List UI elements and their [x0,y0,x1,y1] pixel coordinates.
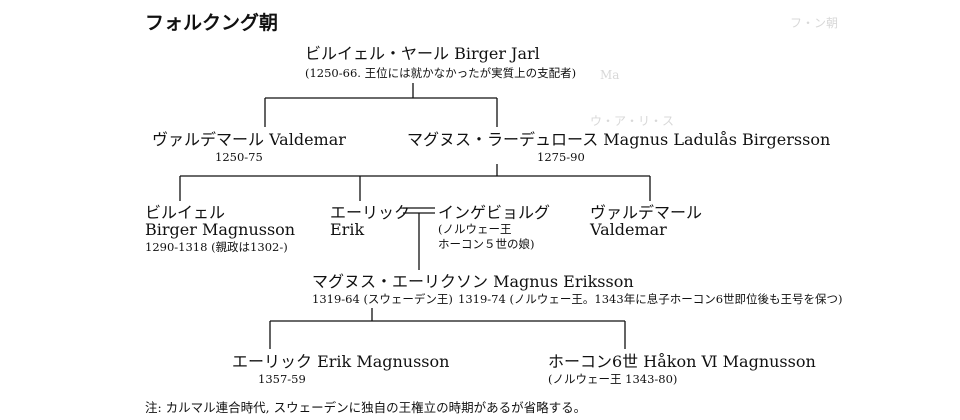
person-magnus-ladulas-years: 1275-90 [537,150,585,164]
footnote: 注: カルマル連合時代, スウェーデンに独自の王権立の時期があるが省略する。 [145,400,587,415]
person-erik-magnusson-name: エーリック Erik Magnusson [232,352,450,371]
person-magnus-eriksson-years-sweden: 1319-64 (スウェーデン王) [312,292,453,306]
person-valdemar-name: ヴァルデマール Valdemar [152,130,346,149]
person-birger-magnusson-name-en: Birger Magnusson [145,220,296,239]
person-erik-name-en: Erik [330,220,365,239]
person-valdemar-son-name-en: Valdemar [590,220,667,239]
person-ingeborg-name: インゲビョルグ [438,203,551,222]
page-title: フォルクング朝 [145,12,279,34]
person-ingeborg-note-2: ホーコン５世の娘) [438,237,535,251]
person-hakon-vi-name: ホーコン6世 Håkon Ⅵ Magnusson [548,352,816,371]
person-birger-jarl-name: ビルイェル・ヤール Birger Jarl [305,44,540,63]
person-magnus-eriksson-years-norway: 1319-74 (ノルウェー王。1343年に息子ホーコン6世即位後も王号を保つ) [458,292,843,306]
person-valdemar-years: 1250-75 [215,150,263,164]
person-birger-magnusson-name-jp: ビルイェル [145,203,226,222]
person-hakon-vi-years: (ノルウェー王 1343-80) [548,372,678,386]
person-magnus-eriksson-name: マグヌス・エーリクソン Magnus Eriksson [312,272,634,291]
person-birger-magnusson-years: 1290-1318 (親政は1302-) [145,240,288,254]
ghost-text-top-right: フ・ン朝 [790,16,839,30]
person-magnus-ladulas-name: マグヌス・ラーデュロース Magnus Ladulås Birgersson [407,130,831,149]
person-valdemar-son-name-jp: ヴァルデマール [590,203,703,222]
person-birger-jarl-note: (1250-66. 王位には就かなかったが実質上の支配者) [305,66,577,80]
ghost-text-mid-a: ウ・ア・リ・ス [590,114,675,128]
person-ingeborg-note-1: (ノルウェー王 [438,222,512,236]
ghost-text-mid-b: Ma [600,68,620,82]
person-erik-name-jp: エーリック [330,203,411,222]
person-erik-magnusson-years: 1357-59 [258,372,306,386]
